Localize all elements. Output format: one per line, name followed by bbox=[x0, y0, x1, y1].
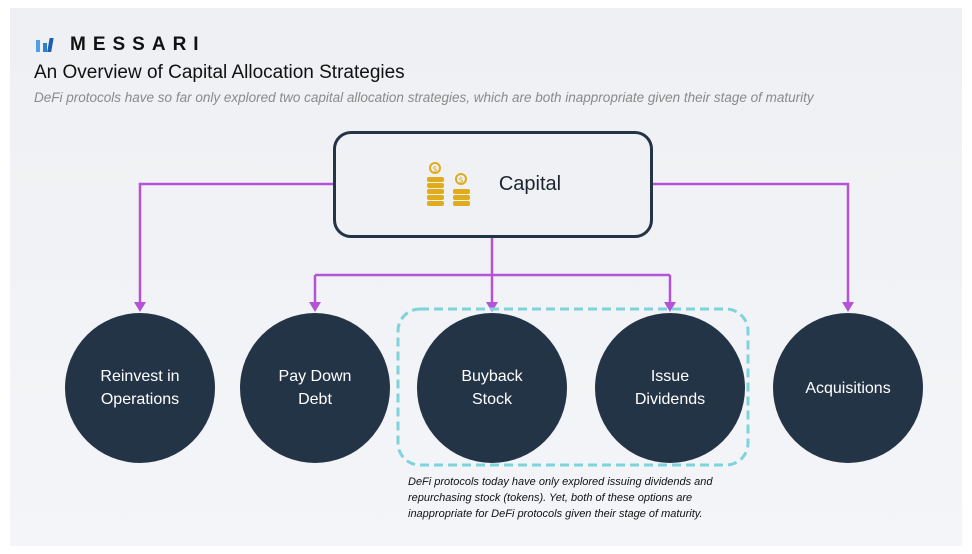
arrow-reinvest bbox=[134, 302, 146, 312]
messari-logo: MESSARI bbox=[36, 34, 206, 56]
arrow-acquisitions bbox=[842, 302, 854, 312]
strategy-issue-dividends: Issue Dividends bbox=[595, 313, 745, 463]
arrow-dividends bbox=[664, 302, 676, 312]
logo-text: MESSARI bbox=[70, 34, 206, 55]
strategy-pay-down-debt: Pay Down Debt bbox=[240, 313, 390, 463]
page-subtitle: DeFi protocols have so far only explored… bbox=[34, 90, 814, 105]
strategy-acquisitions: Acquisitions bbox=[773, 313, 923, 463]
messari-logo-icon bbox=[36, 38, 54, 52]
strategy-reinvest: Reinvest in Operations bbox=[65, 313, 215, 463]
capital-label: Capital bbox=[498, 173, 562, 195]
coin-stacks-icon: $ $ bbox=[426, 161, 470, 206]
capital-node: $ $ Capital bbox=[333, 131, 653, 238]
strategy-buyback-stock: Buyback Stock bbox=[417, 313, 567, 463]
svg-text:$: $ bbox=[432, 164, 437, 173]
arrow-buyback bbox=[486, 302, 498, 312]
highlight-dashed-box bbox=[396, 307, 750, 467]
arrow-debt bbox=[309, 302, 321, 312]
connector-reinvest bbox=[138, 182, 333, 306]
highlight-note: DeFi protocols today have only explored … bbox=[408, 476, 713, 520]
connector-acquisitions bbox=[652, 182, 850, 306]
page-title: An Overview of Capital Allocation Strate… bbox=[34, 62, 405, 83]
arrowheads bbox=[134, 302, 854, 312]
svg-text:$: $ bbox=[458, 175, 463, 184]
